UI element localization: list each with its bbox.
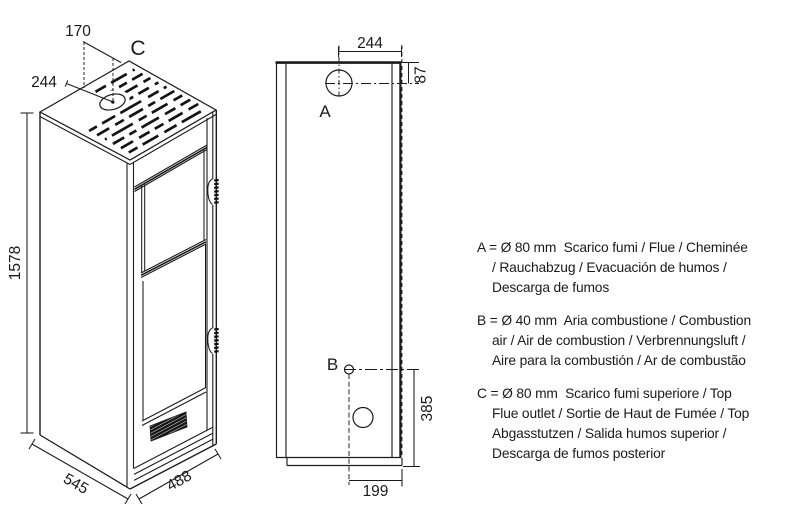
dim-rear-87 bbox=[402, 61, 419, 84]
door-latch-lower[interactable] bbox=[207, 327, 219, 354]
legend-item-a: A = Ø 80 mm Scarico fumi / Flue / Chemin… bbox=[477, 238, 789, 298]
door-glass-edges bbox=[141, 150, 207, 421]
legend-b-line2: air / Air de combustion / Verbrennungslu… bbox=[492, 333, 746, 348]
dim-label-rear-199: 199 bbox=[363, 483, 389, 500]
rear-lower-hole bbox=[352, 406, 374, 429]
legend-c-line4: Descarga de fumos posterior bbox=[492, 446, 666, 461]
legend: A = Ø 80 mm Scarico fumi / Flue / Chemin… bbox=[477, 238, 789, 477]
legend-item-b: B = Ø 40 mm Aria combustione / Combustio… bbox=[477, 311, 789, 371]
dim-label-1578: 1578 bbox=[7, 246, 24, 280]
legend-c-line1: C = Ø 80 mm Scarico fumi superiore / Top bbox=[477, 386, 732, 401]
door-bottom-band bbox=[141, 387, 207, 426]
door-divider-band bbox=[140, 239, 207, 278]
dim-label-rear-244: 244 bbox=[357, 35, 383, 52]
dim-rear-199 bbox=[349, 469, 403, 487]
dim-label-488: 488 bbox=[164, 467, 195, 494]
label-a: A bbox=[319, 102, 331, 121]
dim-top-244 bbox=[64, 80, 114, 103]
door-top-band bbox=[134, 144, 208, 192]
door-latch-upper[interactable] bbox=[207, 178, 219, 205]
bottom-vent-grille bbox=[149, 411, 188, 442]
legend-b-line1: B = Ø 40 mm Aria combustione / Combustio… bbox=[477, 313, 751, 328]
legend-b-line3: Aire para la combustión / Ar de combustã… bbox=[492, 353, 746, 368]
legend-item-c: C = Ø 80 mm Scarico fumi superiore / Top… bbox=[477, 384, 789, 464]
dim-width-488 bbox=[135, 448, 222, 505]
dim-label-rear-385: 385 bbox=[419, 396, 436, 422]
isometric-stove-view bbox=[20, 41, 222, 505]
top-vent-slots bbox=[88, 68, 207, 154]
top-outlet-hole-c bbox=[99, 93, 126, 111]
legend-c-line2: Flue outlet / Sortie de Haut de Fumée / … bbox=[492, 406, 750, 421]
dim-height-1578 bbox=[20, 112, 34, 434]
dim-label-244-top: 244 bbox=[31, 74, 57, 91]
rear-view bbox=[275, 45, 420, 487]
label-c: C bbox=[130, 37, 145, 60]
plinth-lines bbox=[133, 426, 214, 481]
dim-label-545: 545 bbox=[60, 470, 91, 498]
legend-c-line3: Abgasstutzen / Salida humos superior / bbox=[492, 426, 727, 441]
dim-rear-385 bbox=[403, 369, 420, 468]
legend-a-line1: A = Ø 80 mm Scarico fumi / Flue / Chemin… bbox=[477, 240, 748, 255]
dim-top-170 bbox=[82, 41, 122, 100]
legend-a-line2: / Rauchabzug / Evacuación de humos / bbox=[492, 260, 727, 275]
dim-rear-244 bbox=[337, 46, 403, 57]
dim-label-rear-87: 87 bbox=[413, 66, 430, 83]
dim-depth-545 bbox=[28, 438, 132, 505]
dim-label-170: 170 bbox=[65, 23, 91, 40]
legend-a-line3: Descarga de fumos bbox=[492, 280, 610, 295]
label-b: B bbox=[327, 355, 338, 374]
